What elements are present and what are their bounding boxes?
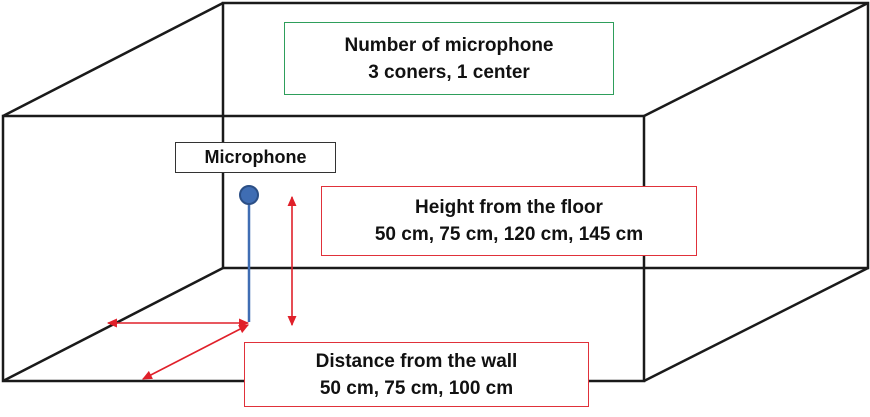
- room-back-wall: [221, 1, 870, 270]
- room-edge-bottom-right: [643, 266, 869, 383]
- microphone-label-box: Microphone: [175, 142, 336, 173]
- distance-values: 50 cm, 75 cm, 100 cm: [319, 377, 514, 399]
- room-edge-top-right: [643, 1, 869, 118]
- height-title: Height from the floor: [415, 197, 603, 218]
- room-edge-top-left: [2, 1, 224, 118]
- room-edge-bottom-left: [2, 266, 224, 383]
- height-values: 50 cm, 75 cm, 120 cm, 145 cm: [374, 224, 644, 245]
- distance-arrow-front-wall: [142, 324, 249, 380]
- distance-title: Distance from the wall: [315, 350, 518, 372]
- microphone-label: Microphone: [204, 147, 307, 167]
- mic-count-title: Number of microphone: [344, 34, 554, 56]
- distance-label-box: Distance from the wall 50 cm, 75 cm, 100…: [244, 342, 589, 407]
- mic-count-value: 3 coners, 1 center: [368, 61, 530, 83]
- microphone-head-icon: [239, 185, 259, 205]
- mic-count-label-box: Number of microphone 3 coners, 1 center: [284, 22, 614, 95]
- height-label-box: Height from the floor 50 cm, 75 cm, 120 …: [321, 186, 697, 256]
